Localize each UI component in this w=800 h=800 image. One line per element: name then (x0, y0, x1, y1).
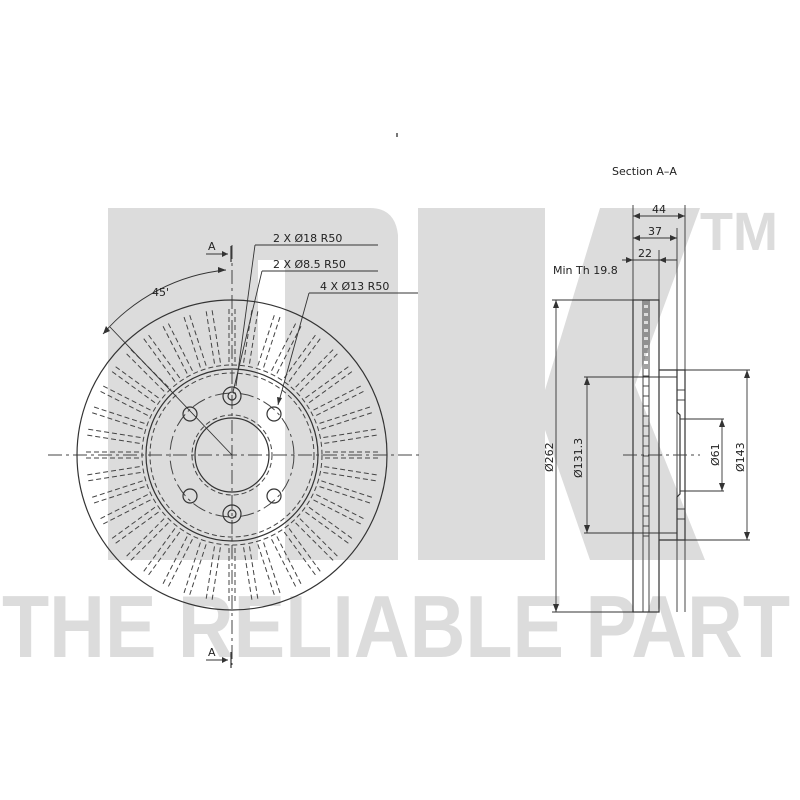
dim-37: 37 (648, 225, 662, 238)
dim-143: Ø143 (734, 442, 747, 472)
dim-22: 22 (638, 247, 652, 260)
nk-watermark: TM THE RELIABLE PART (2, 202, 790, 676)
angle-label: 45' (152, 286, 169, 299)
callout-13: 4 X Ø13 R50 (320, 280, 389, 293)
trademark-watermark: TM (700, 202, 778, 262)
callout-18: 2 X Ø18 R50 (273, 232, 342, 245)
front-view: 45' A A 2 X Ø18 R50 2 X Ø8.5 R50 4 X Ø13… (48, 232, 420, 668)
section-marker-bottom: A (208, 646, 216, 659)
dim-131-3: Ø131.3 (572, 438, 585, 478)
dim-61: Ø61 (709, 443, 722, 466)
callout-8-5: 2 X Ø8.5 R50 (273, 258, 346, 271)
slogan-watermark: THE RELIABLE PART (2, 577, 790, 676)
section-view: Section A–A 44 37 22 Min Th 19.8 (543, 165, 750, 613)
min-thickness: Min Th 19.8 (553, 264, 618, 277)
dim-44: 44 (652, 203, 666, 216)
section-marker-top: A (208, 240, 216, 253)
section-title: Section A–A (612, 165, 677, 178)
dim-262: Ø262 (543, 442, 556, 472)
